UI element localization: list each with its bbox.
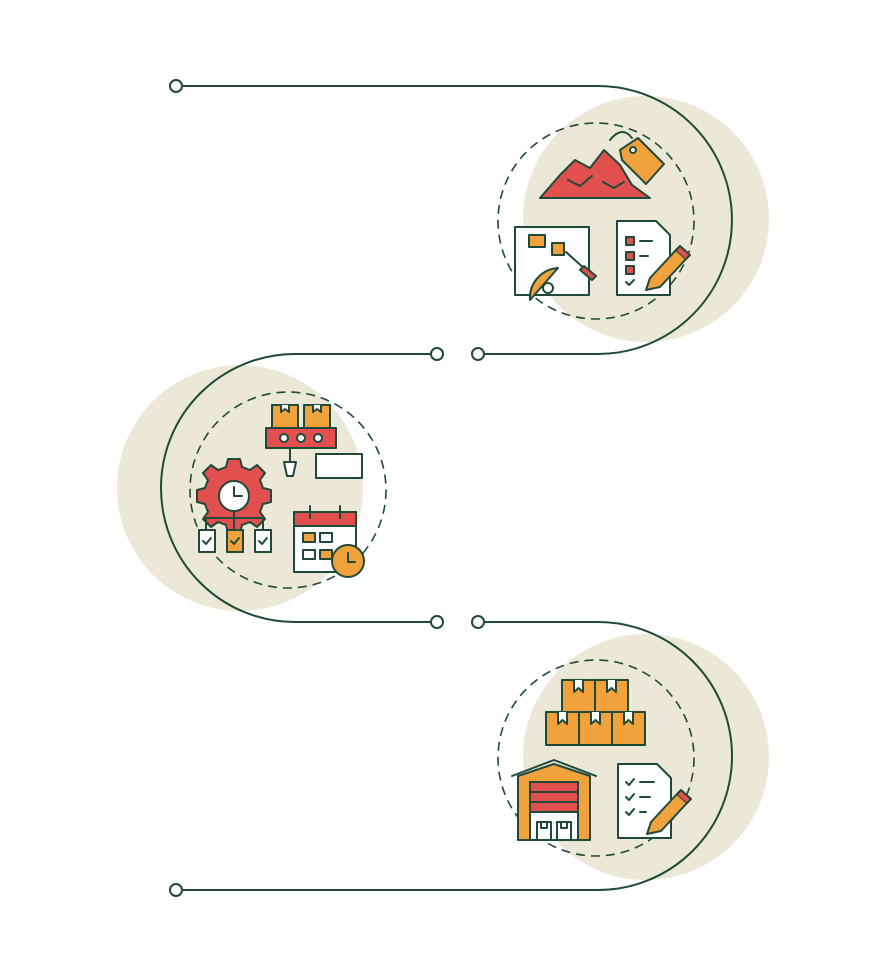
- warehouse-icon: [511, 759, 597, 841]
- node: [471, 615, 485, 629]
- stacked-boxes-icon: [545, 679, 646, 746]
- node: [430, 347, 444, 361]
- task-tree-icon: [198, 510, 272, 553]
- raw-material-price-tag-icon: [539, 131, 665, 199]
- step-3-dashed-ring: [497, 659, 695, 857]
- checklist-pencil-icon: [616, 220, 691, 296]
- calendar-clock-icon: [293, 505, 365, 578]
- timeline-connector: [160, 85, 733, 891]
- checklist-pencil-icon: [617, 763, 692, 839]
- start-node: [169, 79, 183, 93]
- node: [430, 615, 444, 629]
- end-node: [169, 883, 183, 897]
- node: [471, 347, 485, 361]
- step-2-dashed-ring: [189, 391, 387, 589]
- timeline-nodes: [169, 79, 485, 897]
- step-1-dashed-ring: [497, 122, 695, 320]
- conveyor-boxes-icon: [265, 404, 363, 479]
- drafting-design-icon: [514, 226, 597, 301]
